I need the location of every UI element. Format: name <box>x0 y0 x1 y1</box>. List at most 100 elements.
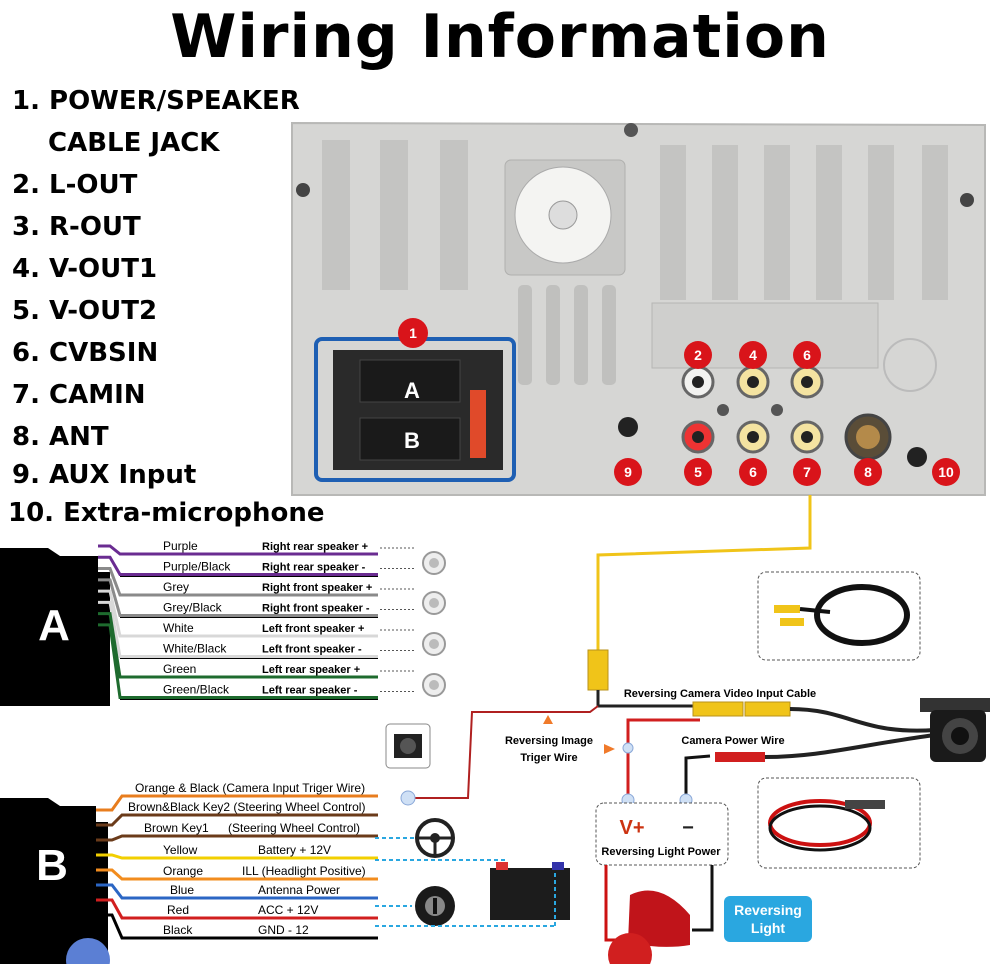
legend-item-5: 5. V-OUT2 <box>12 296 158 326</box>
reversing-light-badge-line1: Reversing <box>734 902 802 918</box>
wire-color-label-a-3: Grey/Black <box>163 601 223 615</box>
wire-color-label-b-0: Orange & Black (Camera Input Triger Wire… <box>135 781 365 795</box>
battery-icon <box>490 862 570 920</box>
rca-cable-inset <box>757 571 921 661</box>
badge-1-text: 1 <box>409 325 417 341</box>
svg-text:B: B <box>36 841 68 890</box>
v-plus-label: V+ <box>619 817 644 839</box>
reversing-camera-icon <box>920 698 990 762</box>
wire-color-label-a-6: Green <box>163 662 196 676</box>
wire-a-2 <box>98 567 378 597</box>
wire-function-label-b-5: Antenna Power <box>258 883 340 897</box>
wire-color-label-a-5: White/Black <box>163 642 227 656</box>
power-speaker-connector: A B <box>314 337 516 482</box>
reversing-light-power-box <box>595 802 729 866</box>
wire-b-6 <box>96 898 378 920</box>
power-cable-inset <box>757 777 921 869</box>
wire-color-label-a-0: Purple <box>163 539 198 553</box>
plug-a-label: A <box>404 378 420 403</box>
wire-function-label-b-3: Battery + 12V <box>258 843 331 857</box>
svg-text:6: 6 <box>749 464 757 480</box>
legend-item-7: 7. CAMIN <box>12 380 146 410</box>
reversing-light-power-label: Reversing Light Power <box>601 846 721 858</box>
wire-function-label-b-2: (Steering Wheel Control) <box>228 821 360 835</box>
wire-function-label-a-5: Left front speaker - <box>262 644 362 656</box>
wire-color-label-a-2: Grey <box>163 580 189 594</box>
wire-b-7 <box>96 913 378 940</box>
badge-1 <box>398 318 428 348</box>
svg-text:8: 8 <box>864 464 872 480</box>
wire-a-5 <box>98 600 378 658</box>
wire-function-label-b-7: GND - 12 <box>258 923 309 937</box>
wire-b-2 <box>96 834 378 842</box>
wire-a-1 <box>98 555 378 576</box>
svg-text:10: 10 <box>938 464 954 480</box>
b-leader-lines <box>375 837 556 927</box>
legend-item-6: 6. CVBSIN <box>12 338 159 368</box>
wire-function-label-a-3: Right front speaker - <box>262 603 370 615</box>
video-cable-label: Reversing Camera Video Input Cable <box>624 688 816 700</box>
svg-text:2: 2 <box>694 347 702 363</box>
page-title: Wiring Information <box>170 2 830 72</box>
legend-item-3: 3. R-OUT <box>12 212 141 242</box>
legend-item-4: 4. V-OUT1 <box>12 254 158 284</box>
legend-item-1-cont: CABLE JACK <box>48 128 220 158</box>
svg-text:A: A <box>38 601 70 650</box>
v-minus-label: − <box>682 817 694 839</box>
wire-function-label-b-6: ACC + 12V <box>258 903 318 917</box>
trigger-wire-label-2: Triger Wire <box>520 752 577 764</box>
wire-function-label-a-0: Right rear speaker + <box>262 541 368 553</box>
ignition-key-icon <box>415 886 455 926</box>
wire-color-label-b-5: Blue <box>170 883 194 897</box>
plug-b-label: B <box>404 428 420 453</box>
wire-b-4 <box>96 868 378 881</box>
speaker-icons <box>422 551 446 697</box>
legend-item-10: 10. Extra-microphone <box>8 498 325 528</box>
decor-circle-left <box>66 938 110 964</box>
port-number-badges: 2 4 6 9 5 6 7 8 10 <box>614 341 960 486</box>
tail-light-icon <box>604 865 714 964</box>
camera-icon-small <box>385 723 431 769</box>
wire-b-5 <box>96 883 378 900</box>
wire-color-label-b-3: Yellow <box>163 843 198 857</box>
legend-item-9: 9. AUX Input <box>12 460 197 490</box>
wire-a-3 <box>98 578 378 617</box>
wire-color-label-b-1: Brown&Black Key2 (Steering Wheel Control… <box>128 800 365 814</box>
svg-text:5: 5 <box>694 464 702 480</box>
wire-b-0 <box>96 794 378 812</box>
harness-b: B Orange & Black (Camera Input Triger Wi… <box>0 781 378 964</box>
wire-a-4 <box>98 589 378 638</box>
trigger-wire-label-1: Reversing Image <box>505 735 593 747</box>
wire-color-label-b-4: Orange <box>163 864 203 878</box>
svg-text:4: 4 <box>749 347 757 363</box>
legend-item-1: 1. POWER/SPEAKER <box>12 86 300 116</box>
svg-text:6: 6 <box>803 347 811 363</box>
wire-b-1 <box>96 813 378 827</box>
wire-b-3 <box>96 853 378 860</box>
wire-function-label-a-2: Right front speaker + <box>262 582 372 594</box>
trigger-arrow-icon <box>543 715 553 724</box>
legend-item-8: 8. ANT <box>12 422 109 452</box>
wire-function-label-a-7: Left rear speaker - <box>262 685 358 697</box>
wire-a-7 <box>98 623 378 699</box>
svg-text:9: 9 <box>624 464 632 480</box>
wire-color-label-b-6: Red <box>167 903 189 917</box>
wire-a-0 <box>98 544 378 556</box>
wire-function-label-b-4: ILL (Headlight Positive) <box>242 864 366 878</box>
steering-wheel-icon <box>415 818 455 858</box>
reversing-light-badge <box>724 896 812 942</box>
camera-wiring <box>400 495 936 807</box>
wire-function-label-a-1: Right rear speaker - <box>262 562 366 574</box>
wire-function-label-a-4: Left front speaker + <box>262 623 364 635</box>
wire-function-label-a-6: Left rear speaker + <box>262 664 360 676</box>
wire-color-label-a-4: White <box>163 621 194 635</box>
camera-power-wire-label: Camera Power Wire <box>681 735 784 747</box>
wire-color-label-a-7: Green/Black <box>163 683 230 697</box>
wire-a-6 <box>98 612 378 679</box>
legend-item-2: 2. L-OUT <box>12 170 138 200</box>
wire-color-label-b-2: Brown Key1 <box>144 821 209 835</box>
trigger-arrow-right-icon <box>604 744 615 754</box>
reversing-light-badge-line2: Light <box>751 920 786 936</box>
